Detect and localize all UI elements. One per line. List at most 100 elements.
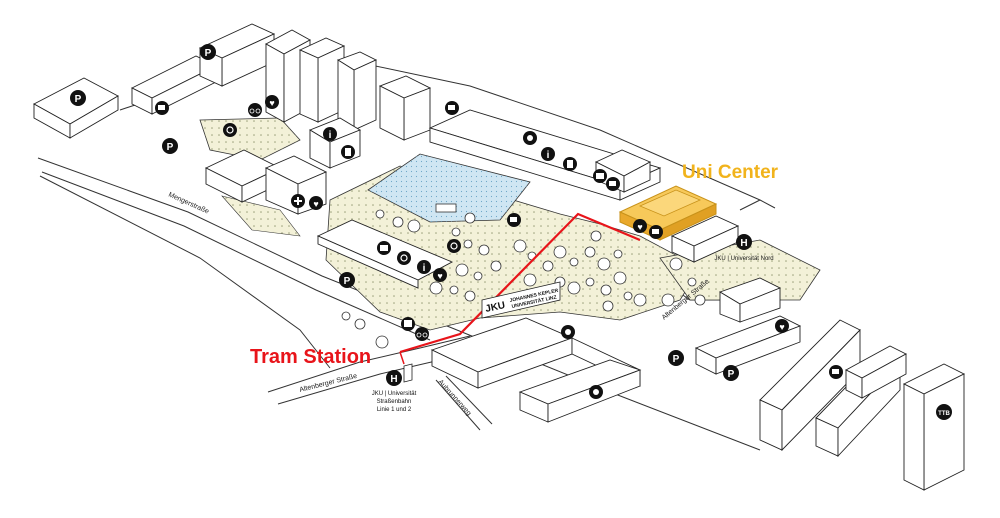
svg-text:♥: ♥ xyxy=(313,199,318,209)
tree xyxy=(613,249,623,259)
tree xyxy=(464,212,476,224)
coffee-icon[interactable] xyxy=(155,101,169,115)
library-icon[interactable] xyxy=(563,157,577,171)
tree xyxy=(694,294,706,306)
bicycle-icon[interactable] xyxy=(248,103,262,117)
tree xyxy=(585,277,595,287)
tree xyxy=(490,260,502,272)
tree xyxy=(463,239,473,249)
svg-text:♥: ♥ xyxy=(779,322,784,332)
tree xyxy=(623,291,633,301)
tree xyxy=(478,244,490,256)
info-icon[interactable]: i xyxy=(541,147,555,161)
heart-icon[interactable]: ♥ xyxy=(309,196,323,210)
parking-icon[interactable]: P xyxy=(668,350,684,366)
stop-universitaet-nord-label: JKU | Universität Nord xyxy=(714,256,773,262)
gear-icon[interactable] xyxy=(397,251,411,265)
tree xyxy=(429,281,443,295)
tree xyxy=(661,293,675,307)
svg-text:♥: ♥ xyxy=(437,271,442,281)
tree xyxy=(597,257,611,271)
svg-text:i: i xyxy=(547,150,550,161)
tree xyxy=(687,277,697,287)
tree xyxy=(584,246,596,258)
coffee-icon[interactable] xyxy=(649,225,663,239)
icon-markers[interactable]: P P P P P P i i i ♥ ♥ ♥ ♥ ♥ TTB xyxy=(70,44,952,420)
info-icon[interactable]: i xyxy=(323,127,337,141)
tram-shelter xyxy=(403,363,413,383)
tree xyxy=(600,284,612,296)
sport-icon[interactable] xyxy=(589,385,603,399)
tree xyxy=(567,281,581,295)
gear-icon[interactable] xyxy=(223,123,237,137)
tree xyxy=(392,216,404,228)
briefcase-icon[interactable] xyxy=(593,169,607,183)
buildings xyxy=(33,23,966,491)
svg-text:H: H xyxy=(390,374,397,385)
heart-icon[interactable]: ♥ xyxy=(265,95,279,109)
tree xyxy=(455,263,469,277)
svg-text:P: P xyxy=(205,48,212,59)
svg-text:P: P xyxy=(728,369,735,380)
svg-text:P: P xyxy=(75,94,82,105)
tree xyxy=(451,227,461,237)
tree xyxy=(590,230,602,242)
heart-icon[interactable]: ♥ xyxy=(433,268,447,282)
stop-strassenbahn-line2: Straßenbahn xyxy=(377,399,412,405)
library-icon[interactable] xyxy=(341,145,355,159)
ttb-icon[interactable]: TTB xyxy=(936,404,952,420)
parking-icon[interactable]: P xyxy=(723,365,739,381)
briefcase-icon[interactable] xyxy=(377,241,391,255)
svg-text:i: i xyxy=(423,263,426,274)
stop-strassenbahn-line1: JKU | Universität xyxy=(372,391,417,397)
tree xyxy=(513,239,527,253)
tree xyxy=(569,257,579,267)
svg-text:♥: ♥ xyxy=(637,222,642,232)
svg-text:H: H xyxy=(740,238,747,249)
gear-icon[interactable] xyxy=(447,239,461,253)
pond xyxy=(367,153,531,223)
bus-icon[interactable] xyxy=(401,317,415,331)
info-icon[interactable]: i xyxy=(417,260,431,274)
tram-route-connector xyxy=(399,351,405,365)
svg-text:♥: ♥ xyxy=(269,98,274,108)
stop-universitaet-nord[interactable]: H JKU | Universität Nord xyxy=(714,234,774,262)
tree xyxy=(464,290,476,302)
parking-icon[interactable]: P xyxy=(200,44,216,60)
tree xyxy=(669,257,683,271)
coffee-icon[interactable] xyxy=(507,213,521,227)
tree xyxy=(407,219,421,233)
sport-icon[interactable] xyxy=(561,325,575,339)
coffee-icon[interactable] xyxy=(829,365,843,379)
sport-icon[interactable] xyxy=(523,131,537,145)
tree xyxy=(449,285,459,295)
parking-icon[interactable]: P xyxy=(339,272,355,288)
tree xyxy=(341,311,351,321)
stop-strassenbahn[interactable]: H JKU | Universität Straßenbahn Linie 1 … xyxy=(372,363,417,413)
heart-icon[interactable]: ♥ xyxy=(775,319,789,333)
tree xyxy=(354,318,366,330)
tree xyxy=(542,260,554,272)
bicycle-icon[interactable] xyxy=(415,327,429,341)
coffee-icon[interactable] xyxy=(606,177,620,191)
callout-uni-center: Uni Center xyxy=(682,162,779,183)
tree xyxy=(633,293,647,307)
jku-logo-mark: JKU xyxy=(484,300,506,315)
parking-icon[interactable]: P xyxy=(162,138,178,154)
callout-tram-station: Tram Station xyxy=(250,346,371,368)
tree xyxy=(473,271,483,281)
tree xyxy=(375,335,389,349)
tram-route xyxy=(399,212,641,354)
tree xyxy=(613,271,627,285)
coffee-icon[interactable] xyxy=(445,101,459,115)
svg-text:P: P xyxy=(167,142,174,153)
tree xyxy=(553,245,567,259)
jku-logo: JKU JOHANNES KEPLER UNIVERSITÄT LINZ xyxy=(481,281,561,319)
heart-icon[interactable]: ♥ xyxy=(633,219,647,233)
first-aid-icon[interactable] xyxy=(291,194,305,208)
svg-text:P: P xyxy=(673,354,680,365)
parking-icon[interactable]: P xyxy=(70,90,86,106)
svg-text:i: i xyxy=(329,130,332,141)
